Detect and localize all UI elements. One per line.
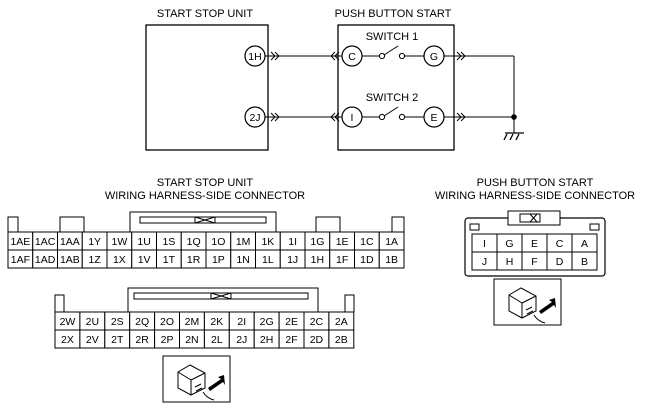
connector-view-icon-2 [493, 278, 562, 326]
unit-upper-pin-1n: 1N [236, 254, 249, 266]
unit-upper-pin-1ae: 1AE [10, 236, 30, 248]
unit-lower-pin-2k: 2K [210, 316, 223, 328]
lower-connector-housing [54, 287, 355, 312]
unit-upper-pin-1b: 1B [385, 254, 398, 266]
unit-lower-pin-2n: 2N [185, 334, 198, 346]
button-pin-c: C [556, 238, 564, 250]
start-stop-unit-label: START STOP UNIT [157, 8, 253, 20]
button-pin-f: F [531, 256, 537, 268]
unit-upper-pin-1ab: 1AB [60, 254, 80, 266]
unit-lower-pin-2w: 2W [60, 316, 76, 328]
unit-upper-pin-1k: 1K [261, 236, 274, 248]
unit-upper-cell [378, 249, 405, 269]
unit-lower-pin-2j: 2J [236, 334, 247, 346]
unit-upper-pin-1v: 1V [138, 254, 151, 266]
button-connector-title-1: PUSH BUTTON START [477, 177, 594, 189]
junction-dot [511, 114, 517, 120]
unit-lower-pin-2c: 2C [310, 316, 324, 328]
unit-upper-pin-1f: 1F [336, 254, 348, 266]
unit-upper-pin-1ac: 1AC [35, 236, 56, 248]
unit-upper-pin-1w: 1W [112, 236, 128, 248]
unit-upper-pin-1u: 1U [137, 236, 150, 248]
unit-lower-pin-2d: 2D [310, 334, 324, 346]
unit-lower-pin-2t: 2T [111, 334, 124, 346]
unit-upper-pin-1i: 1I [288, 236, 297, 248]
unit-upper-pin-1r: 1R [187, 254, 201, 266]
button-pin-c-label: C [348, 51, 356, 63]
unit-upper-pin-1af: 1AF [11, 254, 30, 266]
unit-lower-pin-2x: 2X [61, 334, 74, 346]
start-stop-unit-box [145, 24, 269, 151]
unit-lower-cell [328, 329, 355, 349]
switch-1-icon [362, 45, 424, 60]
unit-upper-pin-1ad: 1AD [35, 254, 56, 266]
button-pin-g-label: G [430, 51, 438, 63]
ground-icon [503, 132, 524, 141]
unit-lower-pin-2f: 2F [285, 334, 297, 346]
unit-upper-pin-1p: 1P [212, 254, 225, 266]
unit-upper-pin-1c: 1C [360, 236, 374, 248]
unit-lower-pin-2p: 2P [161, 334, 174, 346]
button-connector-title-2: WIRING HARNESS-SIDE CONNECTOR [435, 190, 635, 202]
button-pin-e: E [531, 238, 538, 250]
unit-upper-pin-1j: 1J [287, 254, 298, 266]
unit-upper-pin-1d: 1D [360, 254, 374, 266]
switch-1-label: SWITCH 1 [366, 31, 419, 43]
button-pin-g: G [505, 238, 513, 250]
push-button-start-box [337, 24, 455, 151]
unit-pin-2j-label: 2J [249, 112, 260, 124]
unit-upper-pin-1x: 1X [113, 254, 126, 266]
unit-upper-pin-1t: 1T [163, 254, 176, 266]
unit-lower-pin-2v: 2V [86, 334, 99, 346]
unit-lower-pin-2o: 2O [160, 316, 174, 328]
button-pin-i: I [483, 238, 486, 250]
unit-lower-pin-2l: 2L [211, 334, 223, 346]
unit-connector-title-2: WIRING HARNESS-SIDE CONNECTOR [105, 190, 305, 202]
switch-2-icon [362, 106, 424, 121]
unit-pin-1h-label: 1H [248, 51, 261, 63]
button-pin-e-label: E [430, 112, 437, 124]
unit-upper-pin-1q: 1Q [187, 236, 201, 248]
button-pin-a: A [581, 238, 588, 250]
unit-lower-pin-2m: 2M [185, 316, 200, 328]
unit-lower-pin-2s: 2S [111, 316, 124, 328]
button-connector-grid: I G E C A J H F D B [471, 233, 598, 271]
unit-upper-pin-1o: 1O [211, 236, 225, 248]
button-pin-b: B [581, 256, 588, 268]
unit-lower-pin-2b: 2B [335, 334, 348, 346]
lock-mark-icon [194, 216, 232, 300]
unit-upper-pin-1z: 1Z [88, 254, 101, 266]
unit-upper-pin-1h: 1H [311, 254, 324, 266]
button-pin-h: H [506, 256, 514, 268]
button-pin-j: J [482, 256, 487, 268]
unit-upper-pin-1a: 1A [385, 236, 398, 248]
unit-upper-pin-1y: 1Y [88, 236, 101, 248]
unit-lower-pin-2q: 2Q [135, 316, 149, 328]
unit-lower-pin-2u: 2U [86, 316, 99, 328]
unit-upper-pin-1e: 1E [336, 236, 349, 248]
unit-upper-pin-1s: 1S [162, 236, 175, 248]
unit-connector-lower-grid: 2W 2U 2S 2Q 2O 2M 2K 2I 2G 2E 2C 2A 2X 2V 2T 2R 2P 2N 2L 2J… [54, 311, 355, 349]
connector-view-icon [162, 355, 231, 403]
unit-lower-pin-2e: 2E [285, 316, 298, 328]
unit-upper-pin-1g: 1G [310, 236, 324, 248]
unit-lower-pin-2a: 2A [335, 316, 348, 328]
unit-connector-upper-grid: 1AE 1AC 1AA 1Y 1W 1U 1S 1Q 1O 1M 1K 1I 1G 1E 1C 1A 1AF 1A… [7, 231, 405, 269]
unit-upper-pin-1aa: 1AA [60, 236, 80, 248]
button-pin-d: D [556, 256, 564, 268]
unit-upper-pin-1m: 1M [236, 236, 251, 248]
unit-lower-pin-2i: 2I [237, 316, 246, 328]
switch-2-label: SWITCH 2 [366, 92, 419, 104]
unit-lower-pin-2r: 2R [135, 334, 149, 346]
unit-lower-pin-2h: 2H [260, 334, 273, 346]
push-button-start-label: PUSH BUTTON START [335, 8, 452, 20]
unit-upper-pin-1l: 1L [262, 254, 274, 266]
button-cell [571, 251, 598, 271]
unit-connector-title-1: START STOP UNIT [157, 177, 253, 189]
unit-lower-pin-2g: 2G [260, 316, 274, 328]
button-pin-i-label: I [351, 112, 354, 124]
